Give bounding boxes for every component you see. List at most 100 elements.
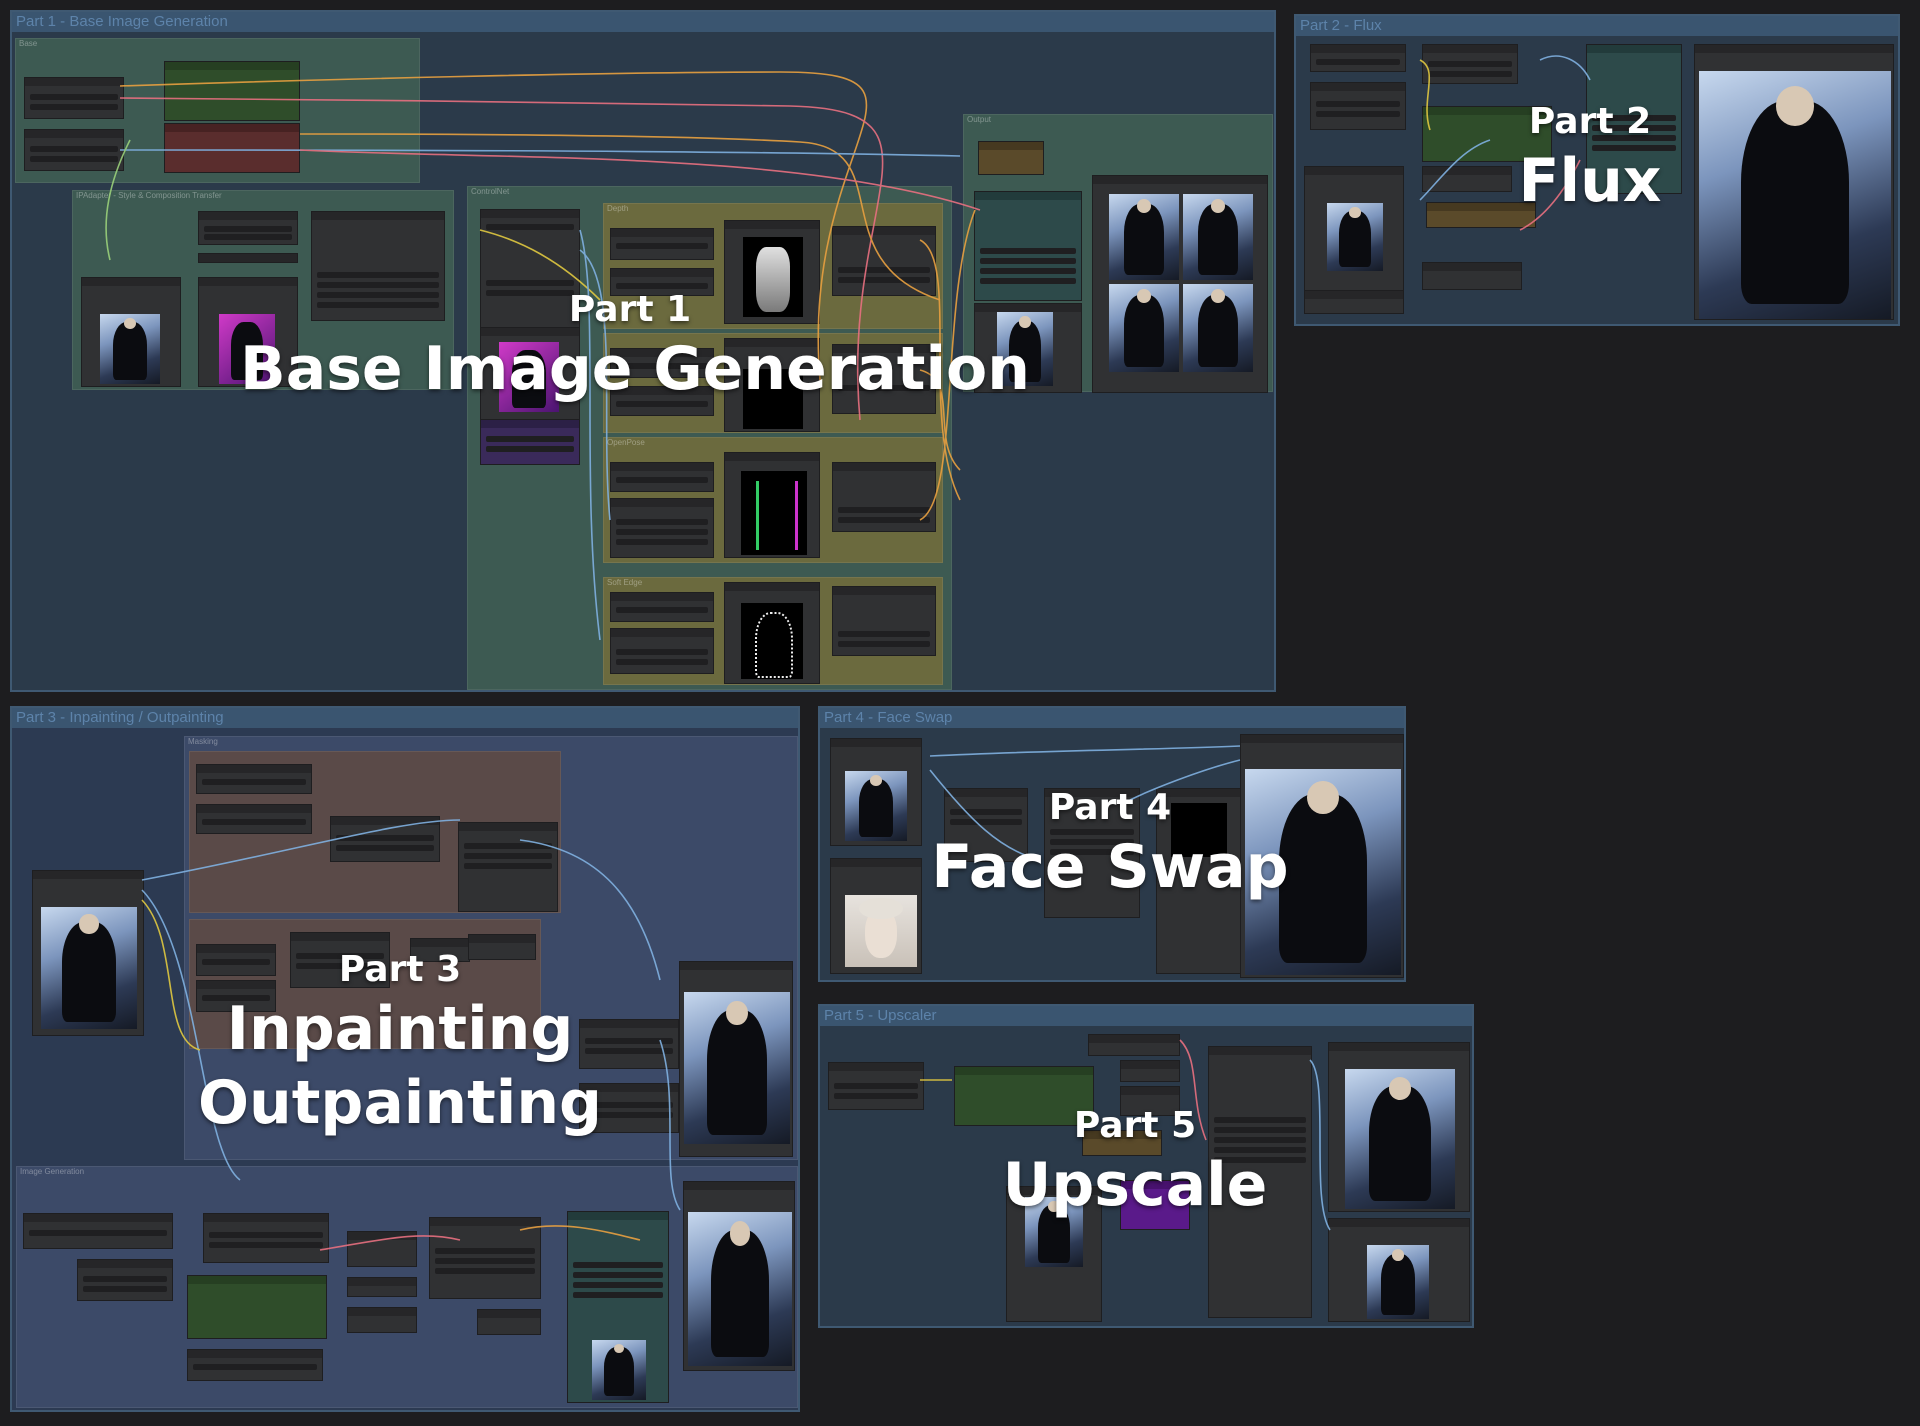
node-inpaint-c[interactable] — [477, 1309, 541, 1335]
node-upscale-seed[interactable] — [1082, 1130, 1162, 1156]
node-faceswap-source[interactable] — [830, 858, 922, 974]
node-load-image-style[interactable] — [81, 277, 181, 387]
subgroup-controlnet[interactable]: ControlNet Depth OpenPose — [467, 186, 952, 690]
node-flux-clip-loader[interactable] — [1310, 82, 1406, 130]
subgroup-title-openpose: OpenPose — [607, 438, 645, 447]
group-title-part1: Part 1 - Base Image Generation — [12, 12, 1274, 32]
node-mask-combine[interactable] — [290, 932, 390, 988]
node-openpose-preprocessor[interactable] — [610, 462, 714, 492]
overlay-part4-small: Part 4 — [1048, 787, 1172, 828]
subgroup-title-ipadapter: IPAdapter - Style & Composition Transfer — [76, 191, 222, 200]
subgroup-base[interactable]: Base — [15, 38, 420, 183]
node-faceswap-save[interactable] — [1240, 734, 1404, 978]
node-upscale-compare[interactable] — [1328, 1218, 1470, 1322]
node-flux-empty-latent[interactable] — [1304, 290, 1404, 314]
faceswap-face-image — [845, 895, 917, 967]
node-negative-prompt[interactable] — [164, 123, 300, 173]
node-openpose-loader[interactable] — [610, 498, 714, 558]
node-ipadapter-loader[interactable] — [198, 211, 298, 245]
style-reference-image — [100, 314, 160, 384]
node-inpaint-model-conditioning[interactable] — [203, 1213, 329, 1263]
node-flux-guidance[interactable] — [1422, 166, 1512, 192]
node-upscale-save[interactable] — [1328, 1042, 1470, 1212]
node-softedge-preview[interactable] — [724, 582, 820, 684]
node-upscale-purple[interactable] — [1120, 1180, 1190, 1230]
node-latent-size[interactable] — [24, 129, 124, 171]
node-mask-prompt[interactable] — [196, 804, 312, 834]
faceswap-mask-image — [1171, 803, 1227, 857]
node-inpaint-sampler-settings[interactable] — [429, 1217, 541, 1299]
inpaint-output-image — [688, 1212, 792, 1366]
inpaint-source-image — [41, 907, 137, 1029]
node-upscale-load-image[interactable] — [828, 1062, 924, 1110]
node-upscale-preview-input[interactable] — [1006, 1186, 1102, 1322]
subgroup-title-softedge: Soft Edge — [607, 578, 643, 587]
node-inpaint-a[interactable] — [347, 1277, 417, 1297]
node-softedge-preprocessor[interactable] — [610, 592, 714, 622]
node-inpaint-b[interactable] — [347, 1307, 417, 1333]
node-upscale-prompt[interactable] — [954, 1066, 1094, 1126]
node-faceswap-target[interactable] — [830, 738, 922, 846]
upscale-output-image — [1345, 1069, 1455, 1209]
node-controlnet-apply[interactable] — [480, 419, 580, 465]
node-checkpoint-loader[interactable] — [24, 77, 124, 119]
output-grid-image-4 — [1183, 284, 1253, 372]
subgroup-output[interactable]: Output — [963, 114, 1273, 393]
output-grid-image-3 — [1109, 284, 1179, 372]
group-part4[interactable]: Part 4 - Face Swap — [818, 706, 1406, 982]
upscale-compare-image — [1367, 1245, 1429, 1319]
node-output-seed[interactable] — [978, 141, 1044, 175]
node-flux-save-image[interactable] — [1694, 44, 1894, 320]
group-part2[interactable]: Part 2 - Flux — [1294, 14, 1900, 326]
node-inpaint-save[interactable] — [683, 1181, 795, 1371]
node-masked-preview[interactable] — [679, 961, 793, 1157]
node-flux-load-image[interactable] — [1304, 166, 1404, 292]
node-upscale-sampler[interactable] — [1208, 1046, 1312, 1318]
node-flux-unet-loader[interactable] — [1310, 44, 1406, 72]
overlay-part1-small: Part 1 — [568, 289, 692, 330]
overlay-part3-big: Inpainting — [226, 994, 574, 1064]
overlay-part5-big: Upscale — [1002, 1150, 1268, 1220]
node-vae-decode-preview[interactable] — [974, 303, 1082, 393]
faceswap-target-image — [845, 771, 907, 841]
node-inpaint-lora[interactable] — [77, 1259, 173, 1301]
node-inpaint-prompt[interactable] — [187, 1275, 327, 1339]
group-title-part4: Part 4 - Face Swap — [820, 708, 1404, 728]
node-softedge-loader[interactable] — [610, 628, 714, 674]
node-depth-preprocessor[interactable] — [610, 228, 714, 260]
node-upscale-a[interactable] — [1120, 1060, 1180, 1082]
output-small-image — [997, 312, 1053, 386]
node-mask-segment[interactable] — [330, 816, 440, 862]
overlay-part3-big2: Outpainting — [197, 1068, 603, 1138]
group-title-part3: Part 3 - Inpainting / Outpainting — [12, 708, 798, 728]
node-flux-scheduler[interactable] — [1422, 262, 1522, 290]
subgroup-mask-a[interactable] — [189, 751, 561, 913]
node-depth-apply[interactable] — [832, 226, 936, 296]
subgroup-softedge[interactable]: Soft Edge — [603, 577, 943, 685]
node-ipadapter-loader-b[interactable] — [198, 253, 298, 263]
node-flux-vae-loader[interactable] — [1422, 44, 1518, 84]
node-openpose-apply[interactable] — [832, 462, 936, 532]
node-positive-prompt[interactable] — [164, 61, 300, 121]
node-ksampler[interactable] — [974, 191, 1082, 301]
node-flux-sampler[interactable] — [1586, 44, 1682, 194]
subgroup-title-image-generation: Image Generation — [20, 1167, 85, 1176]
node-inpaint-checkpoint[interactable] — [23, 1213, 173, 1249]
openpose-skeleton-image — [741, 471, 807, 555]
node-inpaint-negative[interactable] — [187, 1349, 323, 1381]
node-openpose-preview[interactable] — [724, 452, 820, 558]
node-mask-loader[interactable] — [196, 764, 312, 794]
subgroup-openpose[interactable]: OpenPose — [603, 437, 943, 563]
subgroup-image-generation[interactable]: Image Generation — [16, 1166, 798, 1408]
node-softedge-apply[interactable] — [832, 586, 936, 656]
node-mask-preview[interactable] — [458, 822, 558, 912]
upscale-input-image — [1025, 1197, 1083, 1267]
node-load-image-inpaint[interactable] — [32, 870, 144, 1036]
node-inpaint-encode[interactable] — [347, 1231, 417, 1267]
node-mask-invert[interactable] — [410, 938, 470, 962]
node-inpaint-ksampler[interactable] — [567, 1211, 669, 1403]
node-upscale-model-loader[interactable] — [1088, 1034, 1180, 1056]
node-faceswap-apply[interactable] — [1044, 788, 1140, 918]
node-save-image[interactable] — [1092, 175, 1268, 393]
group-part5[interactable]: Part 5 - Upscaler — [818, 1004, 1474, 1328]
